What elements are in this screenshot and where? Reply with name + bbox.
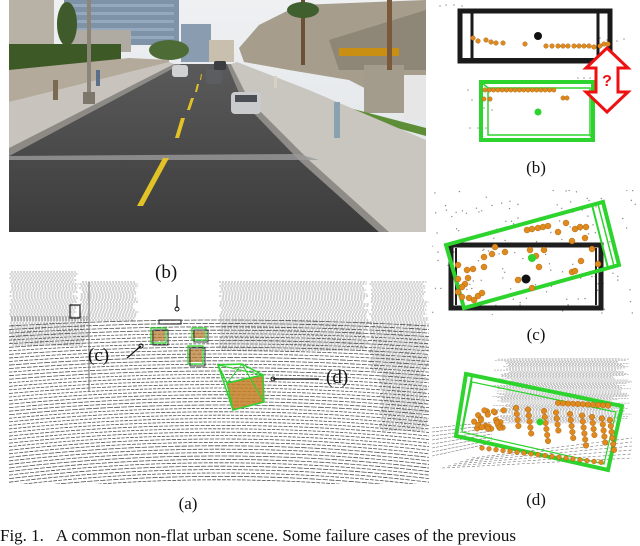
callout-label-b: (b) (155, 262, 178, 283)
callout-d-dot (270, 376, 276, 382)
caption-prefix: Fig. 1. (0, 526, 44, 545)
panel-d-view (432, 358, 640, 478)
box-b-far (158, 319, 182, 325)
vehicle-box-3 (191, 327, 207, 341)
vehicle-box-2 (187, 345, 204, 365)
panel-label-d: (d) (526, 490, 546, 509)
vehicle-box-c (150, 327, 167, 344)
callout-c-dot (138, 343, 144, 349)
caption-text: A common non-flat urban scene. Some fail… (55, 526, 517, 545)
panel-label-b: (b) (526, 158, 546, 177)
question-mark: ? (602, 73, 612, 90)
green-box-c (443, 199, 622, 311)
scan-lines (9, 271, 429, 484)
callout-label-c: (c) (88, 345, 110, 366)
green-box-b (479, 80, 595, 142)
vehicle-box-d (216, 363, 266, 411)
callout-b-dot (174, 306, 180, 312)
figure-caption: Fig. 1. A common non-flat urban scene. S… (0, 526, 640, 546)
panel-label-a: (a) (178, 494, 198, 513)
vertical-offset-arrow-icon (582, 45, 632, 115)
panel-label-c: (c) (526, 325, 546, 344)
panel-c-view (432, 190, 640, 315)
camera-image (9, 0, 426, 232)
callout-c-line (126, 345, 142, 359)
callout-label-d: (d) (326, 367, 349, 388)
panel-b-view: ? (432, 0, 640, 150)
box-far-left (69, 304, 81, 319)
black-box-b (457, 8, 613, 64)
lidar-point-cloud (9, 262, 429, 484)
